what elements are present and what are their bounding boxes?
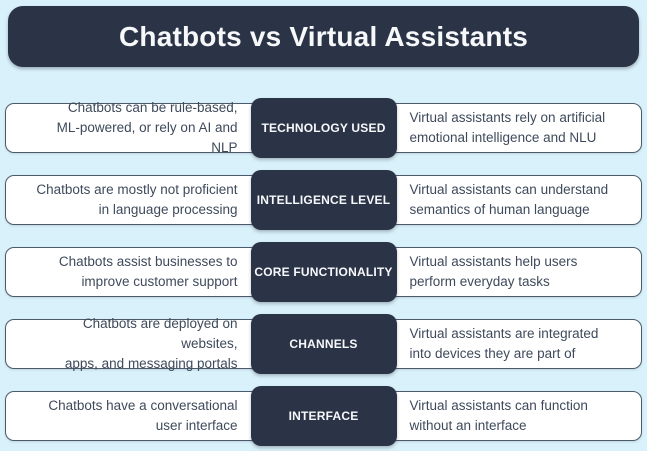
comparison-row-intelligence: Chatbots are mostly not proficient in la… — [5, 170, 642, 230]
assistant-text: Virtual assistants are integrated into d… — [409, 326, 599, 361]
category-badge: CHANNELS — [250, 314, 397, 374]
assistant-text: Virtual assistants help users perform ev… — [409, 254, 578, 289]
category-badge: INTELLIGENCE LEVEL — [250, 170, 397, 230]
chatbot-text: Chatbots are deployed on websites, apps,… — [64, 316, 238, 371]
comparison-row-interface: Chatbots have a conversational user inte… — [5, 386, 642, 446]
comparison-row-channels: Chatbots are deployed on websites, apps,… — [5, 314, 642, 374]
assistant-text: Virtual assistants can understand semant… — [409, 182, 609, 217]
chatbot-text: Chatbots are mostly not proficient in la… — [36, 182, 238, 217]
category-badge: INTERFACE — [250, 386, 397, 446]
header-banner: Chatbots vs Virtual Assistants — [8, 6, 639, 67]
row-card: Chatbots assist businesses to improve cu… — [5, 247, 642, 297]
chatbot-text: Chatbots assist businesses to improve cu… — [58, 254, 238, 289]
assistant-text: Virtual assistants rely on artificial em… — [409, 110, 606, 145]
page-title: Chatbots vs Virtual Assistants — [118, 20, 528, 52]
category-badge: CORE FUNCTIONALITY — [250, 242, 397, 302]
category-badge: TECHNOLOGY USED — [250, 98, 397, 158]
comparison-row-functionality: Chatbots assist businesses to improve cu… — [5, 242, 642, 302]
assistant-text: Virtual assistants can function without … — [409, 398, 588, 433]
chatbot-text: Chatbots have a conversational user inte… — [48, 398, 238, 433]
comparison-rows: Chatbots can be rule-based, ML-powered, … — [0, 98, 647, 446]
comparison-row-technology: Chatbots can be rule-based, ML-powered, … — [5, 98, 642, 158]
chatbot-text: Chatbots can be rule-based, ML-powered, … — [56, 100, 238, 155]
